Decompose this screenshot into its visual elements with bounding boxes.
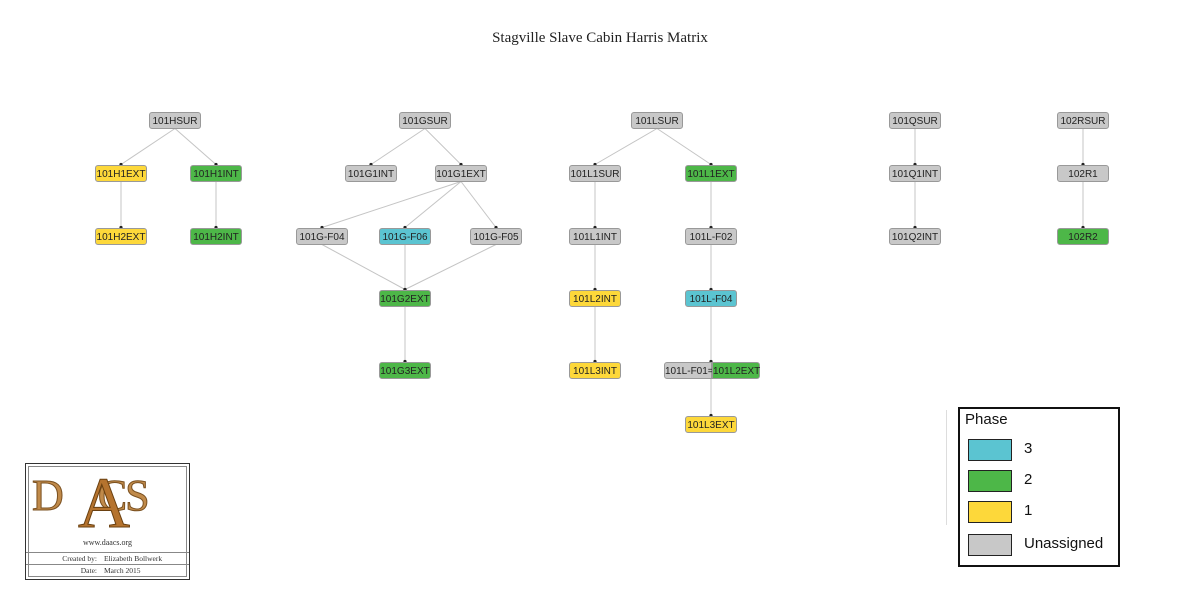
- edge-101G1EXT-101G-F04: [321, 181, 462, 228]
- date-value: March 2015: [104, 566, 141, 575]
- date-label: Date:: [80, 566, 97, 575]
- node-102R1[interactable]: 102R1: [1057, 164, 1109, 182]
- legend-label: 1: [1024, 502, 1033, 519]
- legend-swatch: [968, 534, 1012, 556]
- legend-label: 2: [1024, 471, 1033, 488]
- node-101L1SUR[interactable]: 101L1SUR: [569, 164, 621, 182]
- node-101G1INT[interactable]: 101G1INT: [345, 164, 397, 182]
- node-102RSUR[interactable]: 102RSUR: [1057, 111, 1109, 129]
- daacs-logo: D CS A www.daacs.org Created by: Elizabet…: [25, 463, 190, 580]
- node-101L1EXT[interactable]: 101L1EXT: [685, 164, 737, 182]
- node-101QSUR[interactable]: 101QSUR: [889, 111, 941, 129]
- legend-swatch: [968, 439, 1012, 461]
- node-101Q2INT[interactable]: 101Q2INT: [889, 227, 941, 245]
- node-101H1EXT[interactable]: 101H1EXT: [95, 164, 147, 182]
- diagram-title: Stagville Slave Cabin Harris Matrix: [492, 30, 708, 46]
- legend-swatch: [968, 470, 1012, 492]
- date-row: Date: March 2015: [26, 564, 189, 577]
- node-101G2EXT[interactable]: 101G2EXT: [379, 289, 431, 307]
- node-101GSUR[interactable]: 101GSUR: [399, 111, 451, 129]
- node-101G-F06[interactable]: 101G-F06: [379, 227, 431, 245]
- node-101G-F05[interactable]: 101G-F05: [470, 227, 522, 245]
- node-101HSUR[interactable]: 101HSUR: [149, 111, 201, 129]
- node-101H2INT[interactable]: 101H2INT: [190, 227, 242, 245]
- logo-url: www.daacs.org: [82, 538, 133, 547]
- node-101Q1INT[interactable]: 101Q1INT: [889, 164, 941, 182]
- edge-101G1EXT-101G-F06: [404, 181, 462, 228]
- edge-101HSUR-101H1EXT: [120, 128, 176, 165]
- node-102R2[interactable]: 102R2: [1057, 227, 1109, 245]
- node-101H1INT[interactable]: 101H1INT: [190, 164, 242, 182]
- node-101LSUR[interactable]: 101LSUR: [631, 111, 683, 129]
- legend-label: 3: [1024, 440, 1033, 457]
- edge-101LSUR-101L1SUR: [594, 128, 658, 165]
- node-101H2EXT[interactable]: 101H2EXT: [95, 227, 147, 245]
- created-value: Elizabeth Bollwerk: [104, 554, 163, 563]
- node-101L2INT[interactable]: 101L2INT: [569, 289, 621, 307]
- node-101G3EXT[interactable]: 101G3EXT: [379, 361, 431, 379]
- edge-101G1EXT-101G-F05: [460, 181, 497, 228]
- legend-title: Phase: [965, 411, 1008, 428]
- node-101L-F01=[interactable]: 101L-F01=: [664, 361, 714, 379]
- legend-swatch: [968, 501, 1012, 523]
- logo-wordmark: D CS: [32, 471, 151, 521]
- edge-101G-F05-101G2EXT: [404, 244, 497, 290]
- node-101L-F04[interactable]: 101L-F04: [685, 289, 737, 307]
- edge-101GSUR-101G1EXT: [424, 128, 462, 165]
- node-101L-F02[interactable]: 101L-F02: [685, 227, 737, 245]
- created-row: Created by: Elizabeth Bollwerk: [26, 552, 189, 565]
- edge-101HSUR-101H1INT: [174, 128, 217, 165]
- node-101L3INT[interactable]: 101L3INT: [569, 361, 621, 379]
- logo-a-glyph: A: [78, 463, 131, 544]
- edge-101G-F04-101G2EXT: [321, 244, 406, 290]
- edge-101GSUR-101G1INT: [370, 128, 426, 165]
- divider: [946, 410, 947, 525]
- node-101L3EXT[interactable]: 101L3EXT: [685, 415, 737, 433]
- node-101G-F04[interactable]: 101G-F04: [296, 227, 348, 245]
- node-101L2EXT[interactable]: 101L2EXT: [712, 361, 760, 379]
- created-label: Created by:: [62, 554, 97, 563]
- node-101L1INT[interactable]: 101L1INT: [569, 227, 621, 245]
- node-101G1EXT[interactable]: 101G1EXT: [435, 164, 487, 182]
- legend-label: Unassigned: [1024, 535, 1104, 552]
- edge-101LSUR-101L1EXT: [656, 128, 712, 165]
- legend: Phase 3 2 1 Unassigned: [958, 407, 1120, 567]
